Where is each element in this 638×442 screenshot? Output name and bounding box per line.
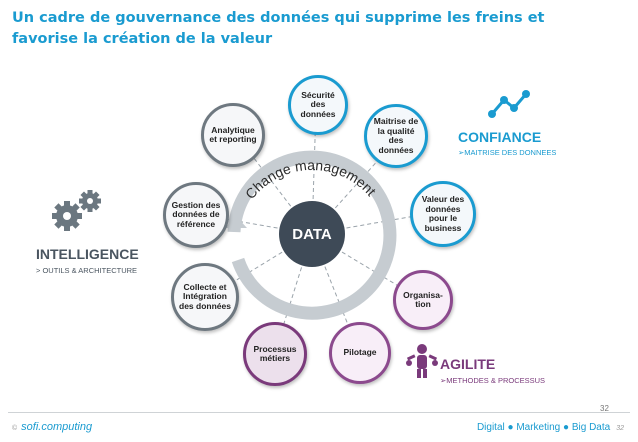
- node-securite: Sécurité des données: [288, 75, 348, 135]
- brand-logo: sofi.computing: [21, 421, 93, 433]
- node-valeur: Valeur des données pour le business: [410, 181, 476, 247]
- footer-left-num: ©: [12, 425, 18, 432]
- footer-page-small: 32: [616, 425, 624, 432]
- gears-icon: [52, 190, 101, 231]
- footer-tagline: Digital ● Marketing ● Big Data 32: [477, 422, 624, 433]
- data-center-circle: DATA: [279, 201, 345, 267]
- agilite-subtitle: ➢METHODES & PROCESSUS: [440, 376, 546, 385]
- node-organisation: Organisa-tion: [393, 270, 453, 330]
- footer-divider: [8, 412, 630, 413]
- page-number: 32: [600, 404, 609, 413]
- intelligence-title: INTELLIGENCE: [36, 246, 139, 262]
- footer-brand: ©sofi.computing: [12, 421, 92, 433]
- page-title: Un cadre de gouvernance des données qui …: [12, 10, 545, 47]
- node-processus: Processus métiers: [243, 322, 307, 386]
- change-ring: [227, 150, 397, 320]
- node-analytique: Analytique et reporting: [201, 103, 265, 167]
- ring-label: Change management: [242, 157, 380, 202]
- ring-arrow: [225, 216, 247, 228]
- confiance-subtitle: ➢MAITRISE DES DONNEES: [458, 148, 557, 157]
- intelligence-subtitle: > OUTILS & ARCHITECTURE: [36, 266, 138, 275]
- line-chart-icon: [488, 90, 530, 118]
- person-icon: [406, 344, 438, 378]
- node-collecte: Collecte et Intégration des données: [171, 263, 239, 331]
- confiance-title: CONFIANCE: [458, 129, 542, 145]
- node-pilotage: Pilotage: [329, 322, 391, 384]
- tagline-text: Digital ● Marketing ● Big Data: [476, 422, 611, 433]
- node-maitrise: Maitrise de la qualité des données: [364, 104, 428, 168]
- node-gestion: Gestion des données de référence: [163, 182, 229, 248]
- agilite-title: AGILITE: [440, 356, 496, 372]
